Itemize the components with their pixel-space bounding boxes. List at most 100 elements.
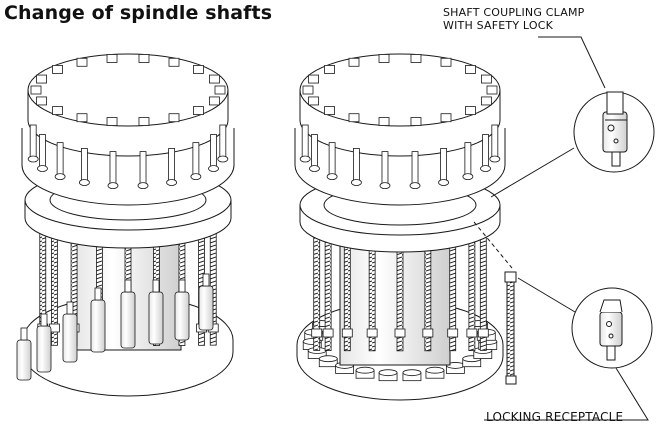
left-spindle-assembly bbox=[16, 53, 235, 397]
upper-pin bbox=[192, 142, 200, 178]
top-slot bbox=[76, 57, 88, 67]
pin-foot bbox=[166, 179, 177, 186]
upper-pin bbox=[139, 151, 147, 187]
top-slot bbox=[481, 96, 492, 106]
diagram-title: Change of spindle shafts bbox=[4, 2, 273, 24]
pin-foot bbox=[326, 173, 338, 181]
top-slot bbox=[36, 96, 47, 106]
top-slot bbox=[410, 54, 422, 63]
shaft-coupling bbox=[322, 328, 334, 338]
loose-shaft-neck bbox=[66, 301, 74, 315]
top-slot bbox=[138, 54, 150, 63]
pin-foot bbox=[409, 182, 421, 190]
top-slot bbox=[440, 57, 452, 67]
detail-receptacle bbox=[484, 277, 653, 421]
shaft-coupling bbox=[422, 328, 434, 338]
top-slot bbox=[138, 117, 150, 126]
loose-shaft-neck bbox=[20, 327, 28, 341]
loose-shaft-neck bbox=[152, 279, 160, 293]
top-slot bbox=[302, 85, 314, 95]
receptacle-puck-top bbox=[378, 369, 398, 377]
upper-pin bbox=[353, 148, 360, 183]
top-slot bbox=[209, 74, 220, 84]
top-slot bbox=[168, 113, 180, 123]
top-slot bbox=[76, 113, 88, 123]
top-slot bbox=[193, 106, 204, 115]
top-slot bbox=[465, 106, 476, 115]
top-slot bbox=[486, 85, 498, 95]
upper-pin bbox=[464, 142, 472, 178]
shaft-coupling bbox=[447, 328, 459, 338]
loose-shaft-neck bbox=[40, 313, 48, 327]
pin-foot bbox=[107, 182, 119, 190]
top-slot bbox=[308, 74, 319, 84]
pin-foot bbox=[489, 155, 501, 163]
shaft-coupling bbox=[341, 328, 353, 338]
pin-foot bbox=[309, 165, 320, 172]
pin-foot bbox=[351, 179, 362, 186]
upper-pin bbox=[210, 134, 217, 169]
receptacle-puck-top bbox=[355, 366, 375, 374]
top-slot bbox=[193, 65, 204, 74]
shaft-coupling bbox=[394, 328, 406, 338]
upper-pin bbox=[311, 134, 318, 169]
removed-shaft bbox=[504, 271, 517, 385]
top-slot bbox=[106, 54, 118, 63]
top-slot bbox=[168, 57, 180, 67]
top-slot bbox=[410, 117, 422, 126]
receptacle-puck-top bbox=[425, 366, 445, 374]
loose-shaft-body bbox=[90, 299, 106, 353]
loose-shaft-body bbox=[174, 291, 190, 341]
top-slot bbox=[324, 106, 335, 115]
upper-pin bbox=[39, 134, 46, 169]
pin-foot bbox=[54, 173, 66, 181]
loose-shaft-neck bbox=[178, 279, 186, 293]
detail-clamp bbox=[490, 36, 655, 198]
callout-clamp-line2: WITH SAFETY LOCK bbox=[443, 19, 554, 32]
top-slot bbox=[308, 96, 319, 106]
pin-foot bbox=[480, 165, 491, 172]
upper-pin bbox=[219, 124, 227, 160]
top-slot bbox=[378, 117, 390, 126]
upper-pin bbox=[29, 124, 37, 160]
pin-foot bbox=[379, 182, 391, 190]
top-slot bbox=[324, 65, 335, 74]
loose-shaft-neck bbox=[94, 287, 102, 301]
top-slot bbox=[214, 85, 226, 95]
top-slot bbox=[348, 113, 360, 123]
upper-pin bbox=[482, 134, 489, 169]
pin-foot bbox=[79, 179, 90, 186]
top-slot bbox=[209, 96, 220, 106]
loose-shaft-body bbox=[36, 325, 52, 373]
pin-foot bbox=[27, 155, 39, 163]
loose-shaft-body bbox=[148, 291, 164, 345]
receptacle-puck-top bbox=[318, 355, 338, 363]
upper-pin bbox=[491, 124, 499, 160]
pin-foot bbox=[208, 165, 219, 172]
upper-pin bbox=[381, 151, 389, 187]
loose-shaft-neck bbox=[124, 279, 132, 293]
callout-clamp-line1: SHAFT COUPLING CLAMP bbox=[443, 6, 585, 19]
shaft-coupling bbox=[477, 328, 489, 338]
shaft-coupling bbox=[311, 328, 323, 338]
shaft-coupling bbox=[466, 328, 478, 338]
pin-foot bbox=[438, 179, 449, 186]
top-slot bbox=[348, 57, 360, 67]
pin-foot bbox=[462, 173, 474, 181]
upper-pin bbox=[328, 142, 336, 178]
top-slot bbox=[106, 117, 118, 126]
upper-pin bbox=[56, 142, 64, 178]
loose-shaft-body bbox=[16, 339, 32, 381]
pin-foot bbox=[37, 165, 48, 172]
upper-pin bbox=[301, 124, 309, 160]
shaft-coupling bbox=[366, 328, 378, 338]
upper-pin bbox=[109, 151, 117, 187]
upper-pin bbox=[440, 148, 447, 183]
receptacle-puck-top bbox=[402, 369, 422, 377]
loose-shaft-body bbox=[62, 313, 78, 363]
top-slot bbox=[440, 113, 452, 123]
loose-shaft-body bbox=[120, 291, 136, 349]
top-slot bbox=[52, 65, 63, 74]
loose-shaft-neck bbox=[202, 273, 210, 287]
